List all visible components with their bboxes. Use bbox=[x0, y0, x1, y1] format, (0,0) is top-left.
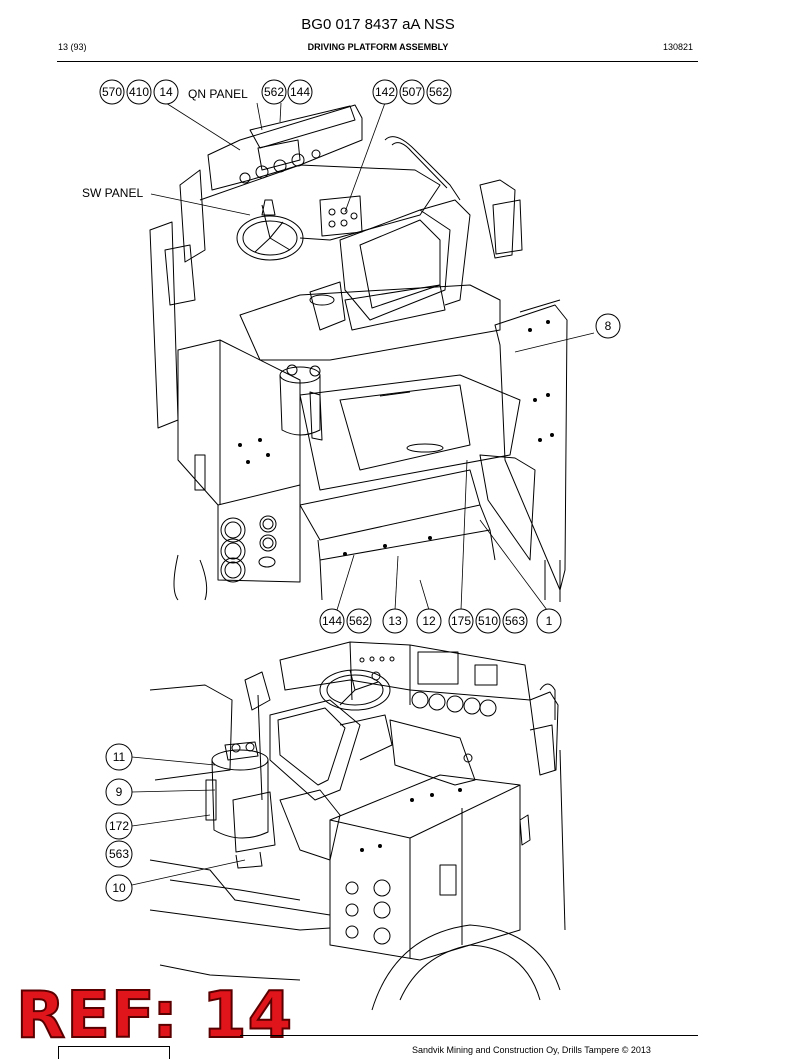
callout-562: 562 bbox=[261, 79, 287, 105]
callout-410: 410 bbox=[126, 79, 152, 105]
document-title: BG0 017 8437 aA NSS bbox=[301, 16, 455, 33]
callout-label: 562 bbox=[349, 614, 369, 628]
callout-144: 144 bbox=[287, 79, 313, 105]
callout-label: 563 bbox=[109, 847, 129, 861]
callout-label: 12 bbox=[422, 614, 436, 628]
callout-label: 8 bbox=[605, 319, 612, 333]
callout-8: 8 bbox=[595, 313, 621, 339]
callout-label: 9 bbox=[116, 785, 123, 799]
ref-stamp: REF: 14 bbox=[15, 979, 294, 1053]
callout-510: 510 bbox=[475, 608, 501, 634]
header-rule bbox=[57, 61, 698, 62]
callout-label: 172 bbox=[109, 819, 129, 833]
leader-lines bbox=[131, 102, 595, 886]
callout-570: 570 bbox=[99, 79, 125, 105]
callout-13: 13 bbox=[382, 608, 408, 634]
callout-label: 14 bbox=[159, 85, 173, 99]
callout-label: 144 bbox=[322, 614, 342, 628]
section-title: DRIVING PLATFORM ASSEMBLY bbox=[307, 42, 449, 52]
callout-563: 563 bbox=[502, 608, 528, 634]
callout-507: 507 bbox=[399, 79, 425, 105]
callout-label: 410 bbox=[129, 85, 149, 99]
callout-562c: 562 bbox=[346, 608, 372, 634]
callout-1: 1 bbox=[536, 608, 562, 634]
callout-12: 12 bbox=[416, 608, 442, 634]
upper-drawing bbox=[149, 104, 568, 602]
callouts-top: 570 410 14 562 144 142 507 562 8 144 562… bbox=[99, 79, 621, 634]
callout-9: 9 bbox=[105, 778, 133, 806]
callout-label: 1 bbox=[546, 614, 553, 628]
callout-10: 10 bbox=[105, 874, 133, 902]
footer-rule bbox=[240, 1035, 698, 1036]
callout-label: 10 bbox=[112, 881, 126, 895]
callout-label: 510 bbox=[478, 614, 498, 628]
callout-label: 11 bbox=[113, 750, 126, 764]
document-code: 130821 bbox=[663, 42, 694, 52]
callout-label: 142 bbox=[375, 85, 395, 99]
callout-label: 562 bbox=[264, 85, 284, 99]
callout-label: 507 bbox=[402, 85, 422, 99]
sw-panel-label: SW PANEL bbox=[82, 186, 144, 200]
callout-142: 142 bbox=[372, 79, 398, 105]
callout-14: 14 bbox=[153, 79, 179, 105]
callout-label: 570 bbox=[102, 85, 122, 99]
callout-175: 175 bbox=[448, 608, 474, 634]
footer-copyright: Sandvik Mining and Construction Oy, Dril… bbox=[412, 1045, 651, 1055]
callout-label: 13 bbox=[388, 614, 402, 628]
callout-172: 172 bbox=[105, 812, 133, 840]
callout-label: 563 bbox=[505, 614, 525, 628]
page-number: 13 (93) bbox=[58, 42, 87, 52]
callout-label: 175 bbox=[451, 614, 471, 628]
lower-drawing bbox=[149, 641, 566, 1011]
callout-label: 144 bbox=[290, 85, 310, 99]
callout-144b: 144 bbox=[319, 608, 345, 634]
callout-563b: 563 bbox=[105, 840, 133, 868]
qn-panel-label: QN PANEL bbox=[188, 87, 248, 101]
callout-562b: 562 bbox=[426, 79, 452, 105]
callout-label: 562 bbox=[429, 85, 449, 99]
callouts-bottom: 11 9 172 563 10 bbox=[105, 743, 133, 902]
callout-11: 11 bbox=[105, 743, 133, 771]
